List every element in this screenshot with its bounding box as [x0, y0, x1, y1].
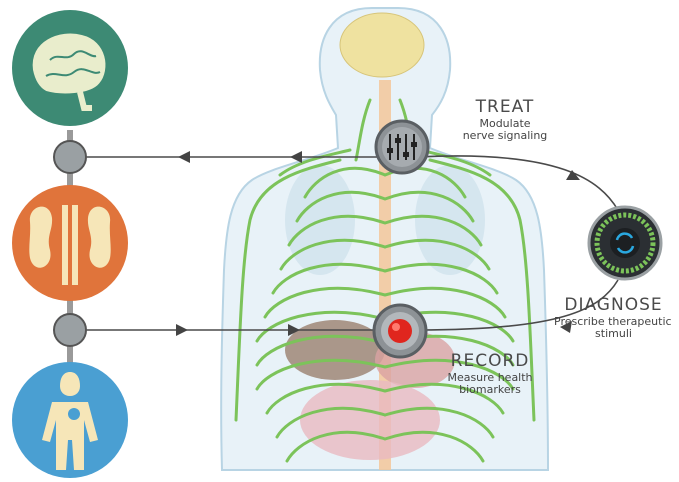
record-icon [388, 319, 412, 343]
treat-device [376, 121, 428, 173]
human-body [221, 8, 548, 470]
arrow-left-1 [178, 151, 190, 163]
record-label: RECORD Measure health biomarkers [430, 352, 550, 397]
kidneys-circle [12, 185, 128, 301]
node-treat [54, 141, 86, 173]
node-record [54, 314, 86, 346]
arrow-right-1 [176, 324, 188, 336]
diagnose-device [589, 207, 661, 279]
record-title: RECORD [430, 352, 550, 372]
arrow-left-2 [290, 151, 302, 163]
diagnose-label: DIAGNOSE Prescribe therapeutic stimuli [548, 296, 679, 341]
treat-title: TREAT [440, 98, 570, 118]
treat-label: TREAT Modulate nerve signaling [440, 98, 570, 143]
kidney-left-icon [29, 207, 52, 268]
kidney-right-icon [88, 207, 111, 268]
treat-line2: nerve signaling [440, 130, 570, 143]
diagnose-title: DIAGNOSE [548, 296, 679, 316]
brain-icon [32, 33, 107, 95]
record-device [374, 305, 426, 357]
record-line2: biomarkers [430, 384, 550, 397]
organ-icons [12, 10, 128, 478]
diagnose-line2: stimuli [548, 328, 679, 341]
